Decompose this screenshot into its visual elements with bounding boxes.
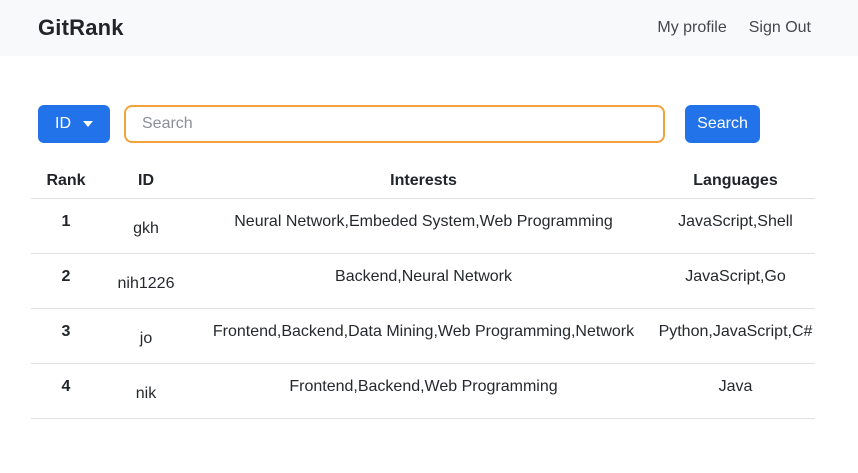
languages-cell: Java xyxy=(656,363,815,419)
rank-cell: 4 xyxy=(31,363,101,419)
table-row: 1 gkh Neural Network,Embeded System,Web … xyxy=(31,198,815,254)
interests-cell: Backend,Neural Network xyxy=(191,253,656,309)
brand-logo[interactable]: GitRank xyxy=(38,15,124,40)
languages-cell: JavaScript,Shell xyxy=(656,198,815,254)
nav-item-my-profile[interactable]: My profile xyxy=(657,19,727,36)
table-row: 2 nih1226 Backend,Neural Network JavaScr… xyxy=(31,253,815,309)
search-input[interactable] xyxy=(124,105,665,143)
search-toolbar: ID Search xyxy=(38,105,858,143)
filter-dropdown-label: ID xyxy=(55,115,71,132)
search-button[interactable]: Search xyxy=(685,105,760,143)
rank-cell: 1 xyxy=(31,198,101,254)
languages-cell: JavaScript,Go xyxy=(656,253,815,309)
rank-cell: 3 xyxy=(31,308,101,364)
languages-cell: Python,JavaScript,C# xyxy=(656,308,815,364)
id-cell: jo xyxy=(101,308,191,364)
table-row: 3 jo Frontend,Backend,Data Mining,Web Pr… xyxy=(31,308,815,364)
column-header-rank: Rank xyxy=(31,163,101,199)
caret-down-icon xyxy=(83,121,93,127)
user-ranking-table: Rank ID Interests Languages 1 gkh Neural… xyxy=(31,163,815,419)
nav-links: My profile Sign Out xyxy=(653,17,815,39)
id-cell: nik xyxy=(101,363,191,419)
nav-item-sign-out[interactable]: Sign Out xyxy=(748,19,811,36)
navbar: GitRank My profile Sign Out xyxy=(0,0,858,56)
id-cell: nih1226 xyxy=(101,253,191,309)
id-cell: gkh xyxy=(101,198,191,254)
rank-cell: 2 xyxy=(31,253,101,309)
table-header-row: Rank ID Interests Languages xyxy=(31,163,815,199)
column-header-interests: Interests xyxy=(191,163,656,199)
table-row: 4 nik Frontend,Backend,Web Programming J… xyxy=(31,363,815,419)
filter-dropdown-button[interactable]: ID xyxy=(38,105,110,143)
interests-cell: Frontend,Backend,Web Programming xyxy=(191,363,656,419)
interests-cell: Neural Network,Embeded System,Web Progra… xyxy=(191,198,656,254)
interests-cell: Frontend,Backend,Data Mining,Web Program… xyxy=(191,308,656,364)
column-header-languages: Languages xyxy=(656,163,815,199)
column-header-id: ID xyxy=(101,163,191,199)
